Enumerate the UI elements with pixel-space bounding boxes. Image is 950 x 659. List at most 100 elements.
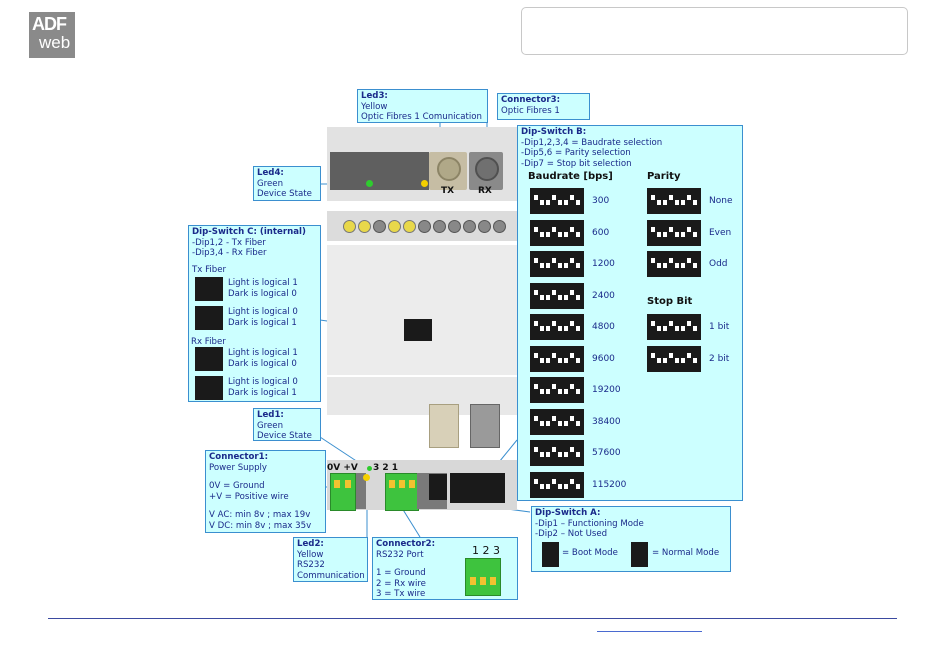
- callout-dip-a-line: -Dip1 – Functioning Mode: [535, 518, 644, 529]
- baudrate-4800-dip-icon: [530, 314, 584, 340]
- stopbit-header: Stop Bit: [647, 296, 693, 307]
- callout-connector2-title: Connector2:: [376, 539, 436, 549]
- callout-dip-c-line: -Dip3,4 - Rx Fiber: [192, 248, 267, 259]
- callout-connector1-line: V AC: min 8v ; max 19v: [209, 510, 311, 521]
- dip-c-rx-row2-a: Light is logical 0: [228, 377, 298, 387]
- parity-even-dip-icon: [647, 219, 701, 246]
- dip-a-normal-icon: [631, 542, 648, 567]
- rs232-terminal-icon: [465, 558, 501, 596]
- dip-a-boot-icon: [542, 542, 559, 567]
- footer-line: [48, 618, 897, 619]
- baudrate-57600-label: 57600: [592, 448, 621, 458]
- callout-led3-line: Optic Fibres 1 Comunication: [361, 112, 482, 123]
- baudrate-1200-dip-icon: [530, 251, 584, 277]
- logo-line1: ADF: [32, 14, 67, 34]
- callout-dip-a-line: -Dip2 – Not Used: [535, 529, 608, 540]
- led4-indicator: [366, 180, 373, 187]
- baudrate-19200-label: 19200: [592, 385, 621, 395]
- tx-fiber-title: Tx Fiber: [192, 264, 227, 275]
- device-dark-band: [330, 152, 429, 190]
- baudrate-1200-label: 1200: [592, 259, 615, 269]
- callout-connector1-line: Power Supply: [209, 462, 267, 473]
- dip-c-rx-row1-b: Dark is logical 0: [228, 359, 297, 369]
- footer-link[interactable]: [597, 631, 702, 632]
- baudrate-600-dip-icon: [530, 219, 584, 246]
- callout-led2-line: Yellow: [297, 549, 324, 560]
- callout-led4-line: Green: [257, 178, 284, 189]
- tx-label: TX: [441, 186, 455, 196]
- baudrate-115200-dip-icon: [530, 471, 584, 498]
- callout-connector3: Connector3: Optic Fibres 1: [497, 93, 590, 120]
- dip-c-rx-row2-b: Dark is logical 1: [228, 388, 297, 398]
- dip-c-rx-row1-a: Light is logical 1: [228, 348, 298, 358]
- baudrate-header: Baudrate [bps]: [528, 171, 613, 182]
- dip-switch-b: [450, 473, 505, 503]
- parity-none-dip-icon: [647, 188, 701, 214]
- rx-label: RX: [478, 186, 492, 196]
- callout-led2-line: RS232: [297, 560, 325, 571]
- callout-dip-a-title: Dip-Switch A:: [535, 508, 601, 518]
- coax-connector-rx: [470, 404, 500, 448]
- dip-c-tx-icon-2: [195, 306, 223, 330]
- stopbit-2-label: 2 bit: [709, 353, 730, 364]
- callout-connector3-line: Optic Fibres 1: [501, 105, 560, 116]
- callout-connector1-line: V DC: min 8v ; max 35v: [209, 520, 312, 531]
- callout-led1-line: Green: [257, 420, 284, 431]
- device-indicator-strip: [327, 211, 517, 241]
- callout-connector2-line: 3 = Tx wire: [376, 589, 426, 600]
- dip-switch-c: [404, 319, 432, 341]
- connector1-terminal: [330, 473, 356, 511]
- rx-fiber-title: Rx Fiber: [191, 337, 226, 347]
- logo-line2: web: [39, 33, 71, 52]
- header-box: [521, 7, 908, 55]
- stopbit-2-dip-icon: [647, 345, 701, 372]
- baudrate-2400-label: 2400: [592, 290, 615, 301]
- adfweb-logo: ADF web: [29, 12, 75, 58]
- rs232-pin-labels: 3 2 1: [373, 463, 399, 473]
- callout-dip-c-title: Dip-Switch C: (internal): [192, 227, 306, 237]
- callout-connector2-line: 2 = Rx wire: [376, 578, 426, 589]
- callout-connector1: Connector1: Power Supply 0V = Ground +V …: [205, 450, 326, 533]
- parity-odd-dip-icon: [647, 251, 701, 277]
- dip-a-boot-label: = Boot Mode: [562, 548, 618, 558]
- tx-fiber-port: [429, 152, 467, 190]
- baudrate-300-label: 300: [592, 196, 610, 206]
- baudrate-115200-label: 115200: [592, 479, 627, 490]
- parity-header: Parity: [647, 171, 681, 182]
- callout-led3-line: Yellow: [361, 101, 388, 112]
- dip-c-tx-row1-b: Dark is logical 0: [228, 289, 297, 299]
- callout-dip-switch-a: Dip-Switch A: -Dip1 – Functioning Mode -…: [531, 506, 731, 572]
- callout-led1-line: Device State: [257, 431, 312, 442]
- stopbit-1-label: 1 bit: [709, 322, 730, 332]
- baudrate-9600-dip-icon: [530, 345, 584, 372]
- callout-led1-title: Led1:: [257, 410, 284, 420]
- callout-led3: Led3: Yellow Optic Fibres 1 Comunication: [357, 89, 488, 123]
- baudrate-300-dip-icon: [530, 188, 584, 214]
- device-module: [327, 245, 517, 375]
- baudrate-19200-dip-icon: [530, 377, 584, 403]
- dip-c-tx-row2-a: Light is logical 0: [228, 307, 298, 317]
- rx-fiber-port: [469, 152, 503, 190]
- callout-led3-title: Led3:: [361, 91, 388, 101]
- baudrate-2400-dip-icon: [530, 282, 584, 309]
- baudrate-38400-label: 38400: [592, 416, 621, 427]
- dip-c-tx-row1-a: Light is logical 1: [228, 278, 298, 288]
- callout-led4: Led4: Green Device State: [253, 166, 321, 201]
- dip-c-rx-icon-2: [195, 376, 223, 400]
- callout-connector2-line: 1 = Ground: [376, 568, 426, 579]
- callout-dip-switch-b: Dip-Switch B: -Dip1,2,3,4 = Baudrate sel…: [517, 125, 743, 501]
- device-base: [327, 460, 517, 511]
- parity-even-label: Even: [709, 227, 732, 238]
- baudrate-600-label: 600: [592, 227, 610, 238]
- dip-c-tx-row2-b: Dark is logical 1: [228, 318, 297, 328]
- baudrate-57600-dip-icon: [530, 440, 584, 466]
- dip-c-rx-icon-1: [195, 347, 223, 371]
- led2-indicator: [363, 474, 370, 481]
- callout-dip-b-line: -Dip5,6 = Parity selection: [521, 148, 631, 159]
- coax-connector-tx: [429, 404, 459, 448]
- callout-led1: Led1: Green Device State: [253, 408, 321, 441]
- dip-switch-a: [429, 474, 447, 500]
- rs232-terminal-numbers: 1 2 3: [472, 544, 500, 557]
- callout-led2: Led2: Yellow RS232 Communication: [293, 537, 368, 582]
- callout-dip-c-line: -Dip1,2 - Tx Fiber: [192, 237, 266, 248]
